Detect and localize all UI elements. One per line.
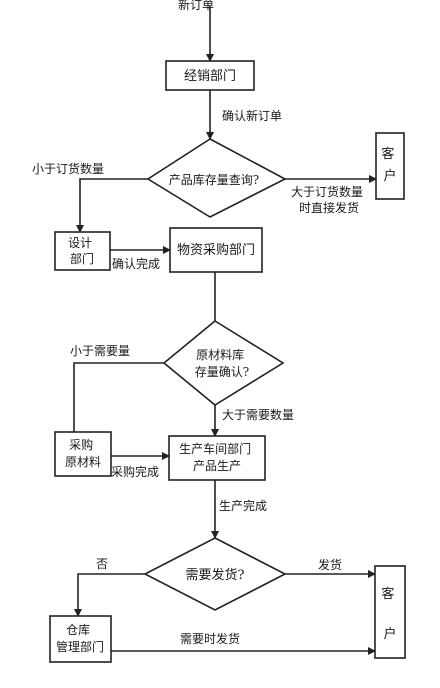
node-customer-bottom-char-1: 客 bbox=[381, 586, 394, 602]
label-confirm-new-order: 确认新订单 bbox=[222, 108, 282, 123]
node-buy-material-line-1: 采购 bbox=[69, 437, 93, 452]
node-customer-top-label: 客 户 bbox=[381, 146, 398, 184]
label-confirm-done: 确认完成 bbox=[112, 256, 160, 271]
node-purchasing-label: 物资采购部门 bbox=[177, 242, 255, 258]
node-ship-check bbox=[143, 537, 287, 611]
node-buy-material-label: 采购 原材料 bbox=[65, 437, 101, 469]
node-material-check-line-1: 原材料库 bbox=[196, 347, 244, 362]
node-customer-top-char-2: 户 bbox=[383, 168, 396, 184]
label-greater-than-need: 大于需要数量 bbox=[222, 407, 294, 422]
node-warehouse bbox=[49, 615, 112, 663]
label-greater-than-order-line-1: 大于订货数量 bbox=[291, 184, 363, 199]
node-production-label: 生产车间部门 产品生产 bbox=[179, 441, 255, 473]
edge-inventory-to-design bbox=[76, 178, 148, 233]
node-sales-label: 经销部门 bbox=[184, 69, 236, 84]
label-purchase-done: 采购完成 bbox=[111, 464, 159, 479]
node-inventory-check bbox=[146, 138, 287, 218]
node-ship-check-label: 需要发货? bbox=[186, 567, 245, 583]
label-new-order: 新订单 bbox=[178, 0, 214, 12]
node-production-line-2: 产品生产 bbox=[193, 459, 241, 473]
node-design-line-1: 设计 bbox=[68, 236, 92, 250]
node-customer-bottom-char-2: 户 bbox=[383, 626, 396, 642]
node-buy-material-line-2: 原材料 bbox=[65, 455, 101, 469]
edge-material-to-buy bbox=[73, 362, 164, 432]
node-production bbox=[168, 435, 266, 481]
node-design bbox=[54, 231, 111, 271]
node-buy-material bbox=[54, 431, 112, 477]
node-customer-bottom-label: 客 户 bbox=[381, 586, 398, 642]
node-production-line-1: 生产车间部门 bbox=[179, 441, 251, 456]
node-design-label: 设计 部门 bbox=[68, 236, 96, 266]
node-warehouse-line-1: 仓库 bbox=[66, 622, 90, 637]
node-purchasing bbox=[169, 227, 263, 273]
label-ship-when-needed: 需要时发货 bbox=[180, 631, 240, 646]
label-no: 否 bbox=[96, 557, 108, 571]
node-customer-bottom bbox=[374, 565, 406, 659]
label-production-done: 生产完成 bbox=[219, 498, 267, 513]
node-customer-top bbox=[375, 132, 405, 200]
edge-ship-to-warehouse bbox=[74, 573, 145, 617]
node-sales bbox=[165, 60, 255, 91]
label-less-than-need: 小于需要量 bbox=[70, 344, 130, 358]
label-ship: 发货 bbox=[318, 557, 342, 572]
node-material-check bbox=[162, 320, 285, 406]
label-greater-than-order-line-2: 时直接发货 bbox=[299, 200, 359, 215]
node-warehouse-line-2: 管理部门 bbox=[56, 639, 104, 654]
label-less-than-order: 小于订货数量 bbox=[32, 161, 104, 176]
label-greater-than-order: 大于订货数量 时直接发货 bbox=[291, 184, 367, 215]
node-material-check-line-2: 存量确认? bbox=[195, 365, 249, 379]
node-design-line-2: 部门 bbox=[70, 251, 94, 266]
node-warehouse-label: 仓库 管理部门 bbox=[56, 622, 104, 654]
node-material-check-label: 原材料库 存量确认? bbox=[195, 347, 249, 379]
node-customer-top-char-1: 客 bbox=[381, 146, 394, 162]
node-inventory-check-label: 产品库存量查询? bbox=[169, 172, 259, 187]
